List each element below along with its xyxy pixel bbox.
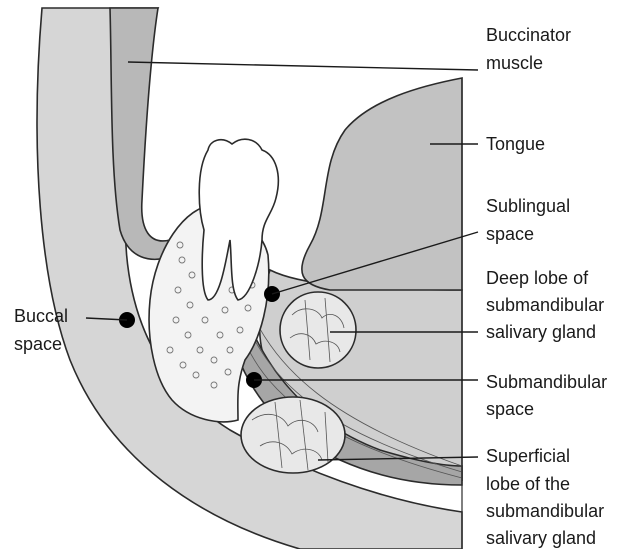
deep-lobe-gland <box>280 292 356 368</box>
label-superficial-lobe: Superficial lobe of the submandibular sa… <box>486 446 609 548</box>
label-sublingual-space: Sublingual space <box>486 196 575 244</box>
superficial-lobe-gland <box>241 397 345 473</box>
tongue <box>302 78 462 290</box>
label-tongue: Tongue <box>486 134 545 154</box>
label-deep-lobe: Deep lobe of submandibular salivary glan… <box>486 268 609 342</box>
buccinator-leader <box>128 62 478 70</box>
label-buccinator-muscle: Buccinator muscle <box>486 25 576 73</box>
buccinator-muscle <box>110 8 175 259</box>
label-submandibular-space: Submandibular space <box>486 372 612 419</box>
